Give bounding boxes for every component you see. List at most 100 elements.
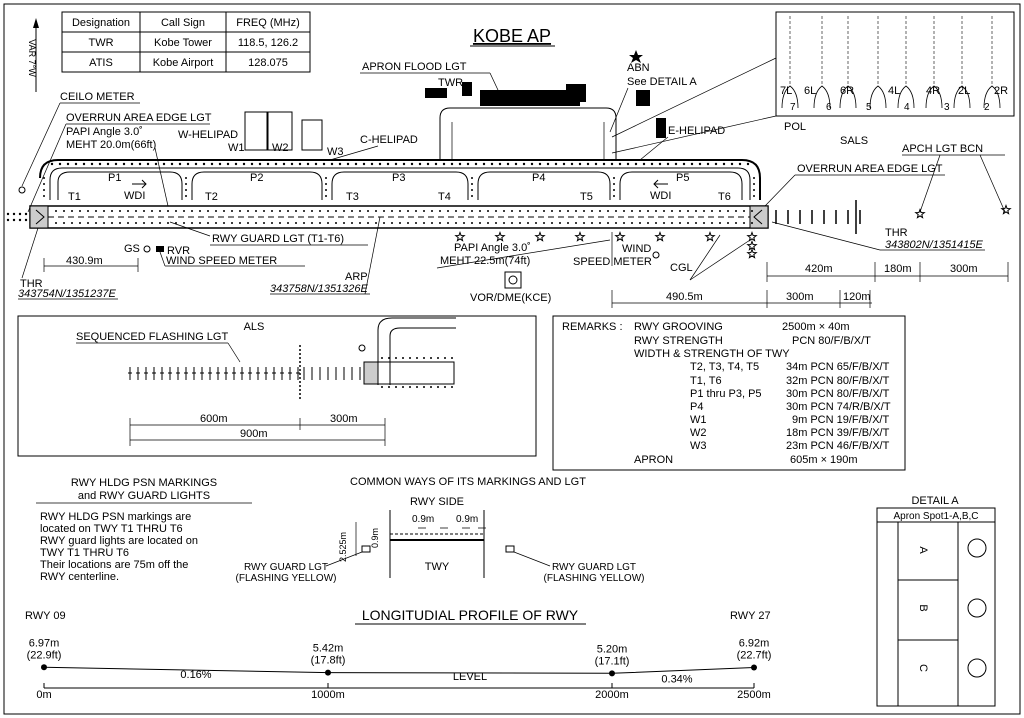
overrun-w-label: OVERRUN AREA EDGE LGT xyxy=(66,112,212,124)
markings-diagram: COMMON WAYS OF ITS MARKINGS AND LGT RWY … xyxy=(236,476,645,584)
spot-label: 6L xyxy=(804,85,816,97)
remark-label: T1, T6 xyxy=(690,375,722,387)
taxiway-label: P5 xyxy=(676,172,689,184)
hldg-line: RWY centerline. xyxy=(40,571,119,583)
taxiway-label: W2 xyxy=(272,142,289,154)
d09-label: 0.9m xyxy=(412,514,434,525)
freq-cell: 118.5, 126.2 xyxy=(238,37,298,49)
thr-w-label: THR xyxy=(20,278,43,290)
hldg-line: RWY HLDG PSN markings are xyxy=(40,511,191,523)
papi-w-label-2: MEHT 20.0m(66ft) xyxy=(66,139,156,151)
taxiway-label: T1 xyxy=(68,191,81,203)
dist-120-label: 120m xyxy=(843,291,871,303)
profile-title: LONGITUDIAL PROFILE OF RWY xyxy=(362,607,579,623)
spot-label: 6 xyxy=(826,102,832,113)
als-title: ALS xyxy=(244,321,265,333)
d09-vertical-label: 0.9m xyxy=(370,528,380,548)
wind-e-label-1: WIND xyxy=(622,243,651,255)
spot-label: 5 xyxy=(866,102,872,113)
leader-lines xyxy=(18,72,1006,300)
apch-bcn-label: APCH LGT BCN xyxy=(902,143,983,155)
guard-right-label-2: (FLASHING YELLOW) xyxy=(544,573,645,584)
markings-title: COMMON WAYS OF ITS MARKINGS AND LGT xyxy=(350,476,586,488)
als-600-label: 600m xyxy=(200,413,228,425)
taxiway-label: T5 xyxy=(580,191,593,203)
dist-300-label: 300m xyxy=(786,291,814,303)
hldg-title-1: RWY HLDG PSN MARKINGS xyxy=(71,477,217,489)
spot-label: 4R xyxy=(926,85,940,97)
papi-e-label-1: PAPI Angle 3.0˚ xyxy=(454,242,531,254)
sals-label: SALS xyxy=(840,135,868,147)
taxiway-label: W1 xyxy=(228,142,245,154)
freq-header-designation: Designation xyxy=(72,17,130,29)
dist-430-label: 430.9m xyxy=(66,255,103,267)
freq-header-freq: FREQ (MHz) xyxy=(236,17,300,29)
spot-label: 2R xyxy=(994,85,1008,97)
ceilo-meter-label: CEILO METER xyxy=(60,91,135,103)
profile-distance-label: 1000m xyxy=(311,689,345,701)
profile-elev-ft-label: (22.7ft) xyxy=(737,649,772,661)
thr-e-label: THR xyxy=(885,227,908,239)
hldg-line: RWY guard lights are located on xyxy=(40,535,198,547)
spot-label: 7L xyxy=(780,85,792,97)
remark-label: P1 thru P3, P5 xyxy=(690,388,762,400)
remark-value: 605m × 190m xyxy=(790,454,858,466)
guard-left-label-1: RWY GUARD LGT xyxy=(244,562,328,573)
profile-slope-label: 0.34% xyxy=(661,673,692,685)
remark-value: 30m PCN 80/F/B/X/T xyxy=(786,388,890,400)
wdi-label: WDI xyxy=(124,190,145,202)
chart-frame xyxy=(3,3,1021,715)
rwy27-label: RWY 27 xyxy=(730,610,771,622)
dist-180-label: 180m xyxy=(884,263,912,275)
taxiway-label: P2 xyxy=(250,172,263,184)
e-helipad-label: E-HELIPAD xyxy=(668,125,725,137)
wdi-label: WDI xyxy=(650,190,671,202)
remark-value: 30m PCN 74/R/B/X/T xyxy=(786,401,891,413)
remark-value: 32m PCN 80/F/B/X/T xyxy=(786,375,890,387)
hldg-line: Their locations are 75m off the xyxy=(40,559,188,571)
chart-title: KOBE AP xyxy=(473,26,551,46)
detail-spot-label: B xyxy=(917,604,929,611)
profile-elev-ft-label: (17.8ft) xyxy=(311,655,346,667)
thr-e-coord: 343802N/1351415E xyxy=(885,239,984,251)
spot-label: 2 xyxy=(984,102,990,113)
remark-label: T2, T3, T4, T5 xyxy=(690,361,759,373)
detail-a: DETAIL A Apron Spot1-A,B,C A B C xyxy=(876,495,996,707)
dimension-lines xyxy=(43,258,1009,308)
detail-a-title: DETAIL A xyxy=(911,495,959,507)
remark-label: P4 xyxy=(690,401,703,413)
thr-w-coord: 343754N/1351237E xyxy=(18,288,117,300)
spot-label: 6R xyxy=(840,85,854,97)
taxiway-label: P4 xyxy=(532,172,545,184)
rwy09-label: RWY 09 xyxy=(25,610,66,622)
taxiway-label: P1 xyxy=(108,172,121,184)
detail-spot-label: A xyxy=(917,546,929,554)
hldg-psn-note: RWY HLDG PSN MARKINGS and RWY GUARD LIGH… xyxy=(36,477,252,583)
remark-label: W1 xyxy=(690,414,707,426)
remark-value: PCN 80/F/B/X/T xyxy=(792,335,871,347)
wind-e-label-2: SPEED METER xyxy=(573,256,652,268)
taxiway-label: W3 xyxy=(327,146,344,158)
als-900-label: 900m xyxy=(240,428,268,440)
apron-flood-label: APRON FLOOD LGT xyxy=(362,61,467,73)
taxiway-label: T4 xyxy=(438,191,451,203)
twy-label: TWY xyxy=(425,561,450,573)
arp-label: ARP xyxy=(345,271,368,283)
remarks-box: REMARKS : RWY GROOVING 2500m × 40m RWY S… xyxy=(552,315,906,471)
taxiway-label: T3 xyxy=(346,191,359,203)
remark-value: 18m PCN 39/F/B/X/T xyxy=(786,427,890,439)
wind-speed-w-label: WIND SPEED METER xyxy=(166,255,277,267)
w-helipad-label: W-HELIPAD xyxy=(178,129,238,141)
remark-label: W2 xyxy=(690,427,707,439)
spot-label: 7 xyxy=(790,102,796,113)
remark-label: WIDTH & STRENGTH OF TWY xyxy=(634,348,790,360)
hldg-title-2: and RWY GUARD LIGHTS xyxy=(78,490,210,502)
profile-slope-label: 0.16% xyxy=(180,669,211,681)
hldg-line: located on TWY T1 THRU T6 xyxy=(40,523,183,535)
profile-elev-ft-label: (17.1ft) xyxy=(595,655,630,667)
remarks-heading: REMARKS : xyxy=(562,321,623,333)
remark-label: RWY STRENGTH xyxy=(634,335,723,347)
gs-label: GS xyxy=(124,243,140,255)
parallel-taxiway xyxy=(39,159,761,200)
